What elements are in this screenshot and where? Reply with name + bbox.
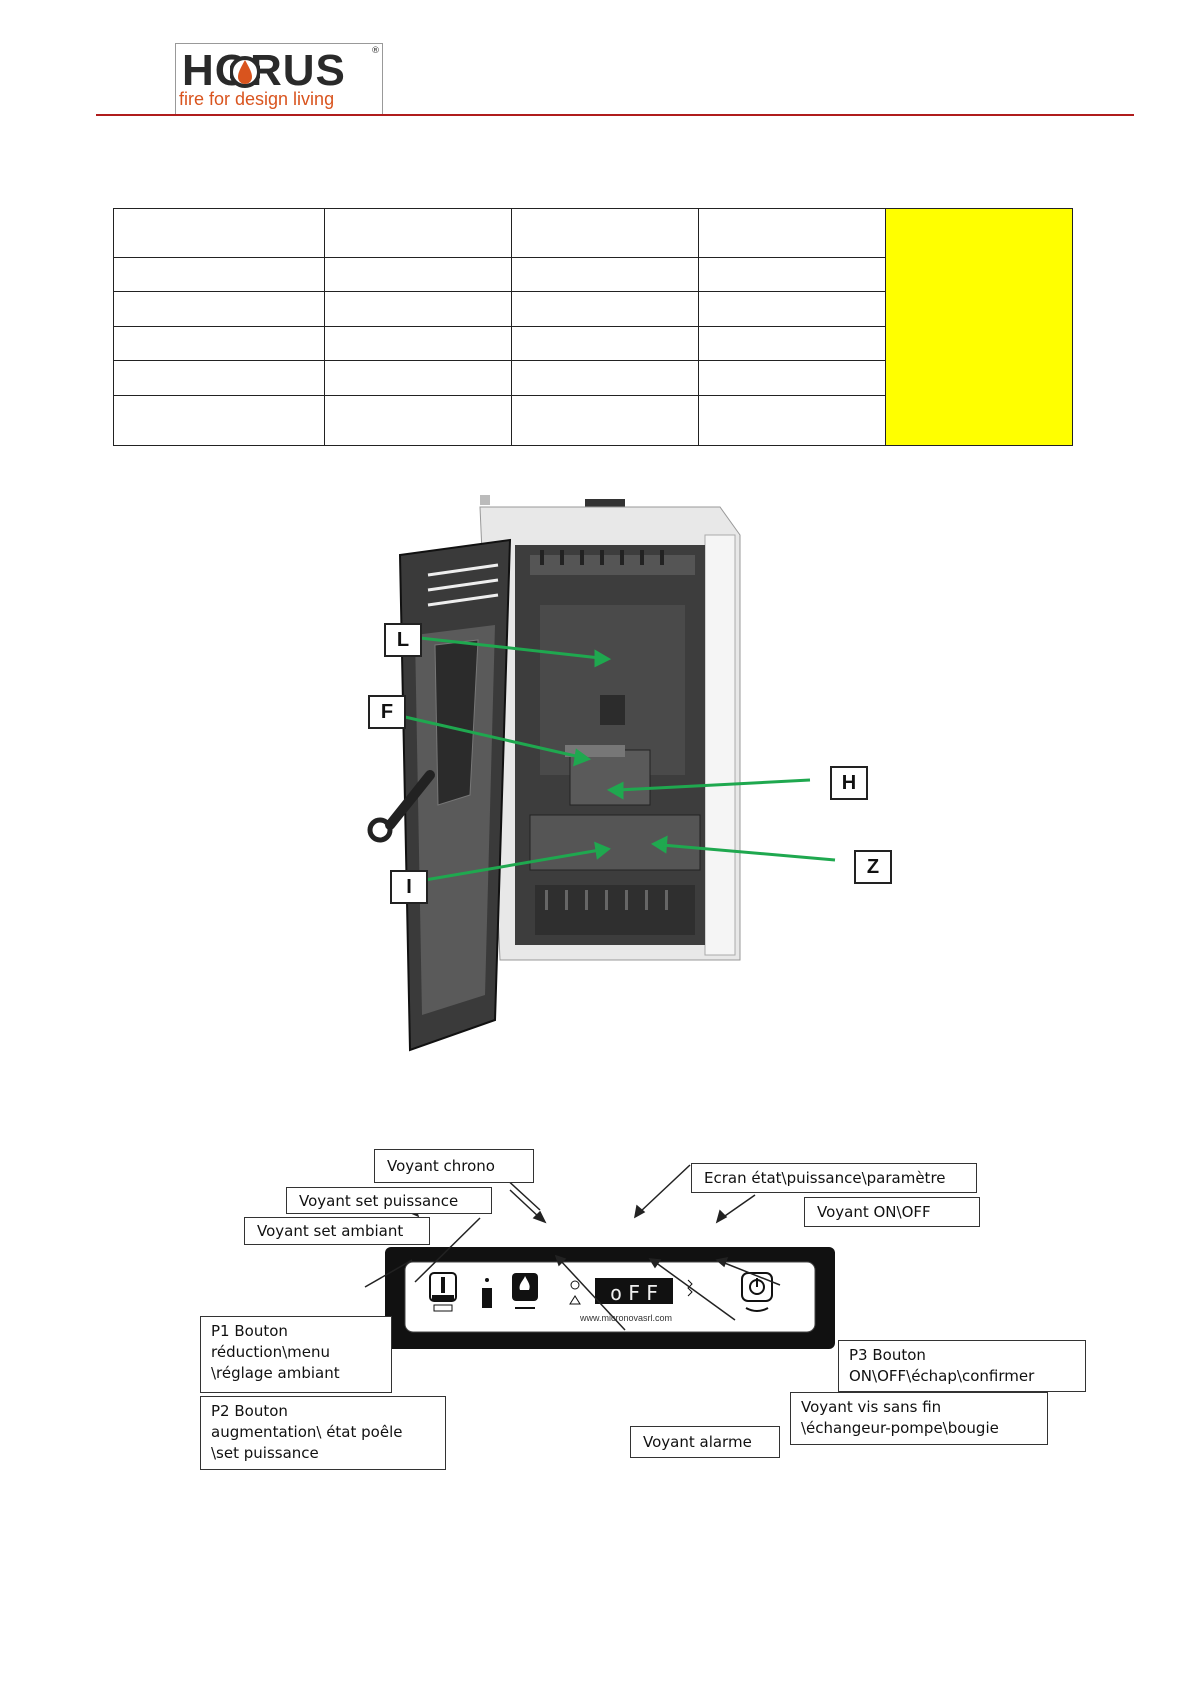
label-voyant-chrono: Voyant chrono	[374, 1149, 534, 1183]
callout-H: H	[830, 766, 868, 800]
table-cell	[324, 360, 512, 396]
table-cell	[324, 326, 512, 361]
table-cell	[511, 291, 699, 327]
header-divider	[96, 114, 1134, 116]
flame-drop-icon	[230, 56, 260, 88]
panel-url: www.micronovasrl.com	[580, 1313, 673, 1323]
panel-display: oFF	[609, 1281, 665, 1305]
label-p1-bouton: P1 Bouton réduction\menu \réglage ambian…	[200, 1316, 392, 1393]
logo-tagline: fire for design living	[179, 89, 335, 109]
callout-Z: Z	[854, 850, 892, 884]
stove-open-door-illustration	[367, 495, 836, 1052]
label-ecran: Ecran état\puissance\paramètre	[691, 1163, 977, 1193]
table-cell	[511, 208, 699, 258]
table-cell	[113, 326, 325, 361]
table-cell	[113, 395, 325, 446]
table-cell	[698, 291, 886, 327]
label-p3-bouton: P3 Bouton ON\OFF\échap\confirmer	[838, 1340, 1086, 1392]
label-voyant-vis: Voyant vis sans fin \échangeur-pompe\bou…	[790, 1392, 1048, 1445]
highlight-cell	[885, 208, 1073, 446]
table-cell	[698, 208, 886, 258]
label-voyant-set-ambiant: Voyant set ambiant	[244, 1217, 430, 1245]
table-cell	[698, 257, 886, 292]
label-voyant-on-off: Voyant ON\OFF	[804, 1197, 980, 1227]
logo-brand-text: HORUS	[182, 46, 346, 95]
table-cell	[324, 291, 512, 327]
horus-logo: HORUS ® fire for design living	[175, 43, 383, 115]
label-voyant-set-puissance: Voyant set puissance	[286, 1187, 492, 1214]
table-cell	[324, 208, 512, 258]
spec-table	[113, 208, 1073, 446]
label-p2-bouton: P2 Bouton augmentation\ état poêle \set …	[200, 1396, 446, 1470]
table-cell	[324, 395, 512, 446]
table-cell	[698, 360, 886, 396]
table-cell	[511, 360, 699, 396]
table-cell	[698, 326, 886, 361]
registered-mark: ®	[371, 46, 380, 56]
label-voyant-alarme: Voyant alarme	[630, 1426, 780, 1458]
control-panel-diagram	[364, 1154, 835, 1349]
table-cell	[113, 208, 325, 258]
callout-L: L	[384, 623, 422, 657]
table-cell	[511, 257, 699, 292]
table-cell	[511, 395, 699, 446]
table-cell	[698, 395, 886, 446]
table-cell	[511, 326, 699, 361]
callout-F: F	[368, 695, 406, 729]
table-cell	[113, 360, 325, 396]
table-cell	[113, 291, 325, 327]
callout-I: I	[390, 870, 428, 904]
table-cell	[324, 257, 512, 292]
table-cell	[113, 257, 325, 292]
